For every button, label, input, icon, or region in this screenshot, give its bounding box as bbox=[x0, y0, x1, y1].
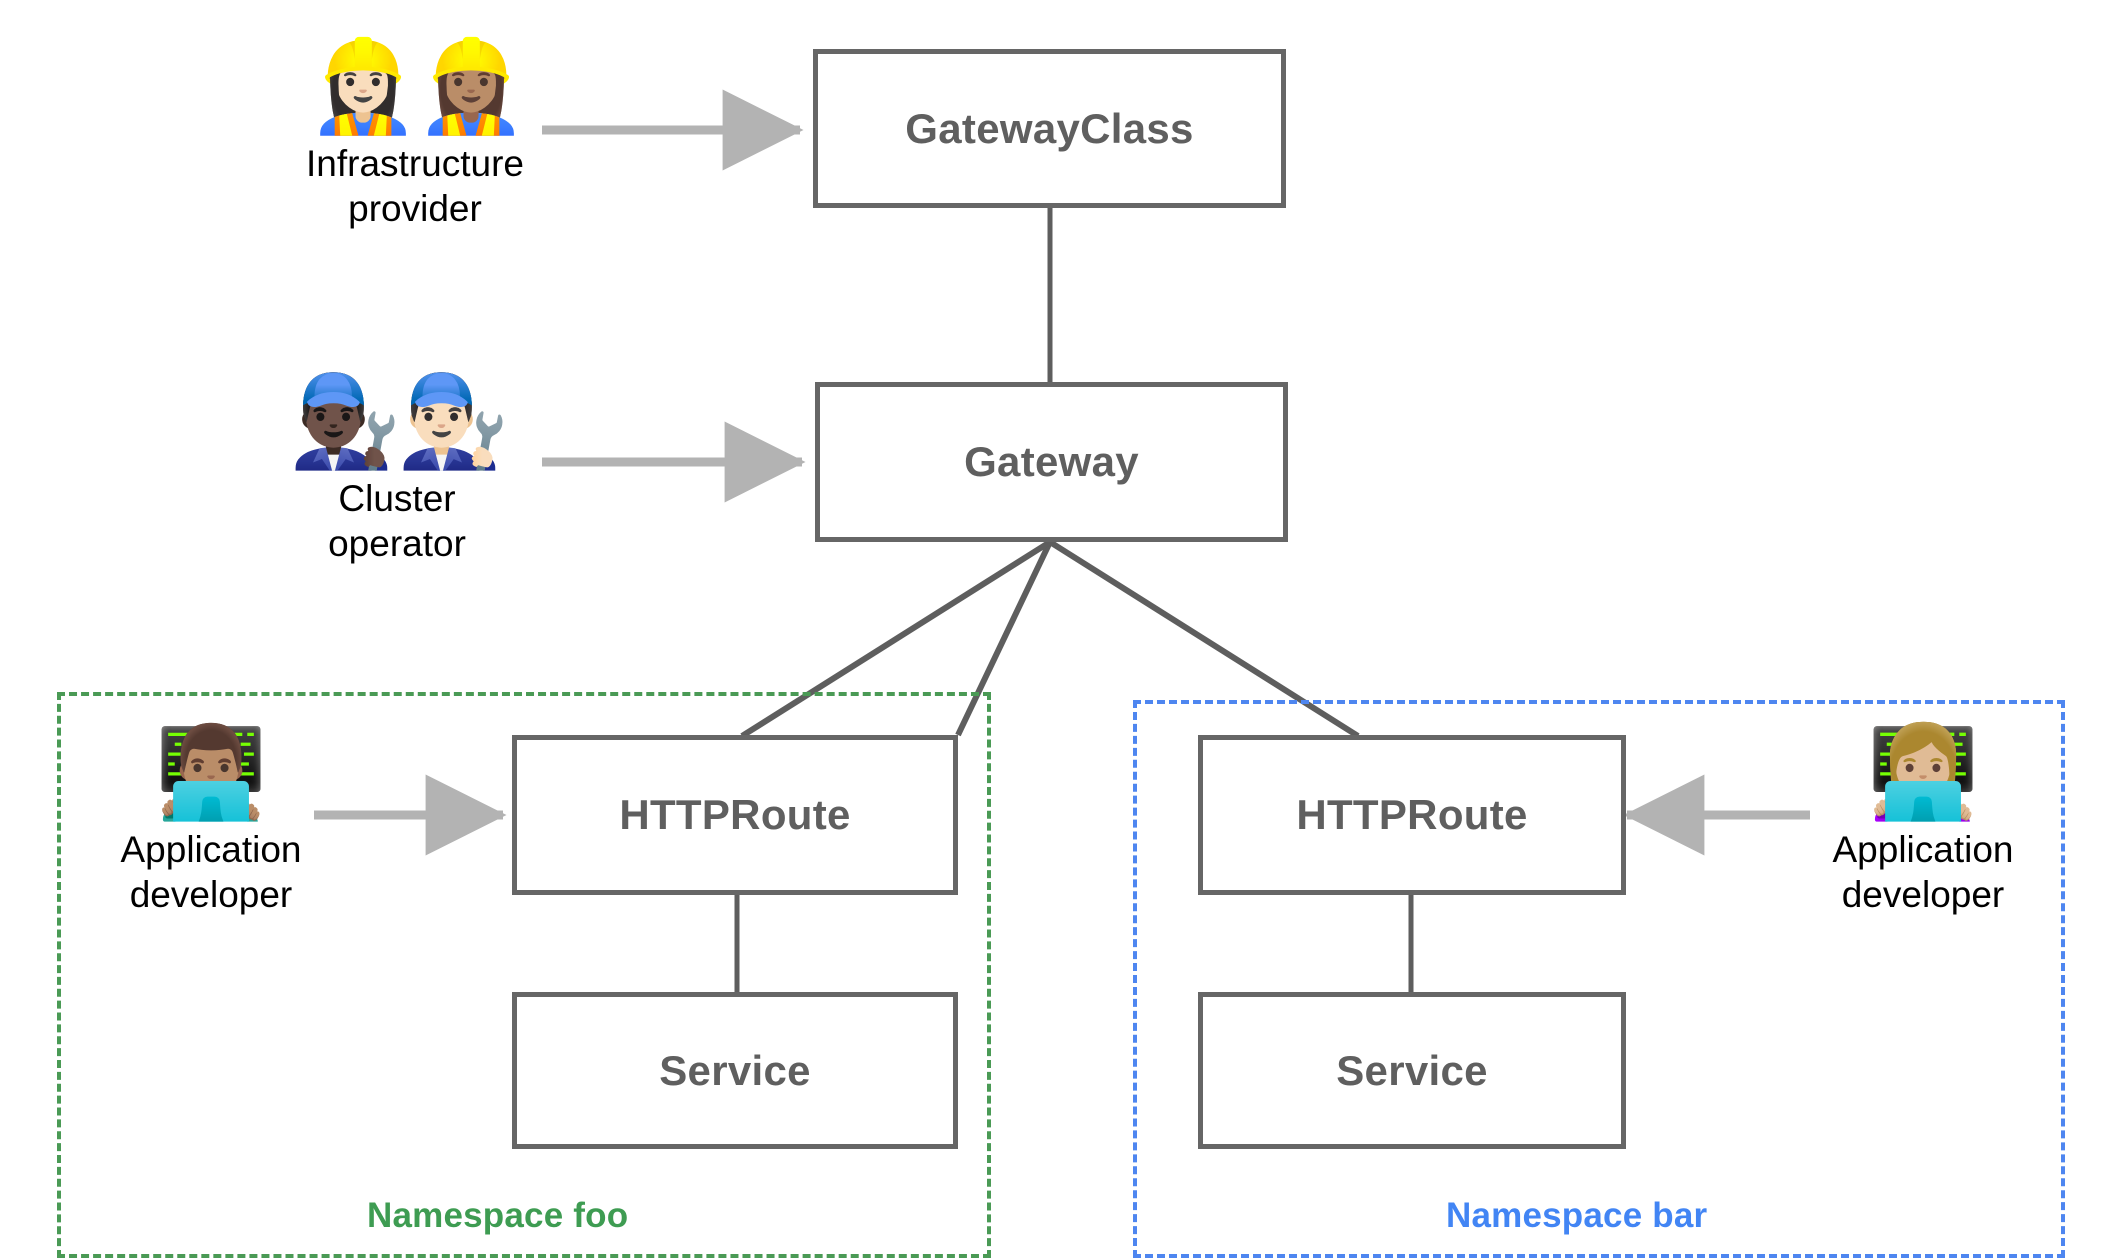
node-gateway-label: Gateway bbox=[964, 438, 1139, 485]
persona-application-developer-foo-caption: Application developer bbox=[120, 828, 302, 915]
man-technologist-icon: 👨🏽‍💻 bbox=[154, 723, 268, 823]
namespace-foo-label: Namespace foo bbox=[367, 1196, 629, 1235]
woman-technologist-icon: 👩🏼‍💻 bbox=[1866, 723, 1980, 823]
persona-application-developer-bar-caption: Application developer bbox=[1832, 828, 2014, 915]
man-mechanic-icon: 👨🏿‍🔧👨🏻‍🔧 bbox=[288, 372, 509, 472]
persona-application-developer-bar: 👩🏼‍💻 Application developer bbox=[1808, 726, 2038, 917]
node-service-bar[interactable]: Service bbox=[1198, 992, 1626, 1149]
node-httproute-bar[interactable]: HTTPRoute bbox=[1198, 735, 1626, 895]
persona-application-developer-foo: 👨🏽‍💻 Application developer bbox=[96, 726, 326, 917]
node-gatewayclass-label: GatewayClass bbox=[905, 104, 1194, 152]
node-service-bar-label: Service bbox=[1336, 1046, 1488, 1094]
node-httproute-foo-label: HTTPRoute bbox=[619, 791, 851, 838]
woman-construction-worker-icon: 👷🏻‍♀️👷🏽‍♀️ bbox=[306, 37, 527, 137]
node-gateway[interactable]: Gateway bbox=[815, 382, 1288, 542]
node-httproute-bar-label: HTTPRoute bbox=[1296, 791, 1528, 838]
node-gatewayclass[interactable]: GatewayClass bbox=[813, 49, 1286, 208]
persona-cluster-operator-caption: Cluster operator bbox=[328, 477, 466, 564]
namespace-bar-label: Namespace bar bbox=[1446, 1196, 1708, 1235]
namespace-bar-boundary bbox=[1133, 700, 2065, 1258]
namespace-foo-boundary bbox=[57, 692, 991, 1258]
node-httproute-foo[interactable]: HTTPRoute bbox=[512, 735, 958, 895]
persona-cluster-operator: 👨🏿‍🔧👨🏻‍🔧 Cluster operator bbox=[252, 375, 542, 566]
persona-infrastructure-provider: 👷🏻‍♀️👷🏽‍♀️ Infrastructure provider bbox=[270, 40, 560, 231]
persona-infrastructure-provider-caption: Infrastructure provider bbox=[306, 142, 524, 229]
node-service-foo[interactable]: Service bbox=[512, 992, 958, 1149]
node-service-foo-label: Service bbox=[659, 1046, 811, 1094]
